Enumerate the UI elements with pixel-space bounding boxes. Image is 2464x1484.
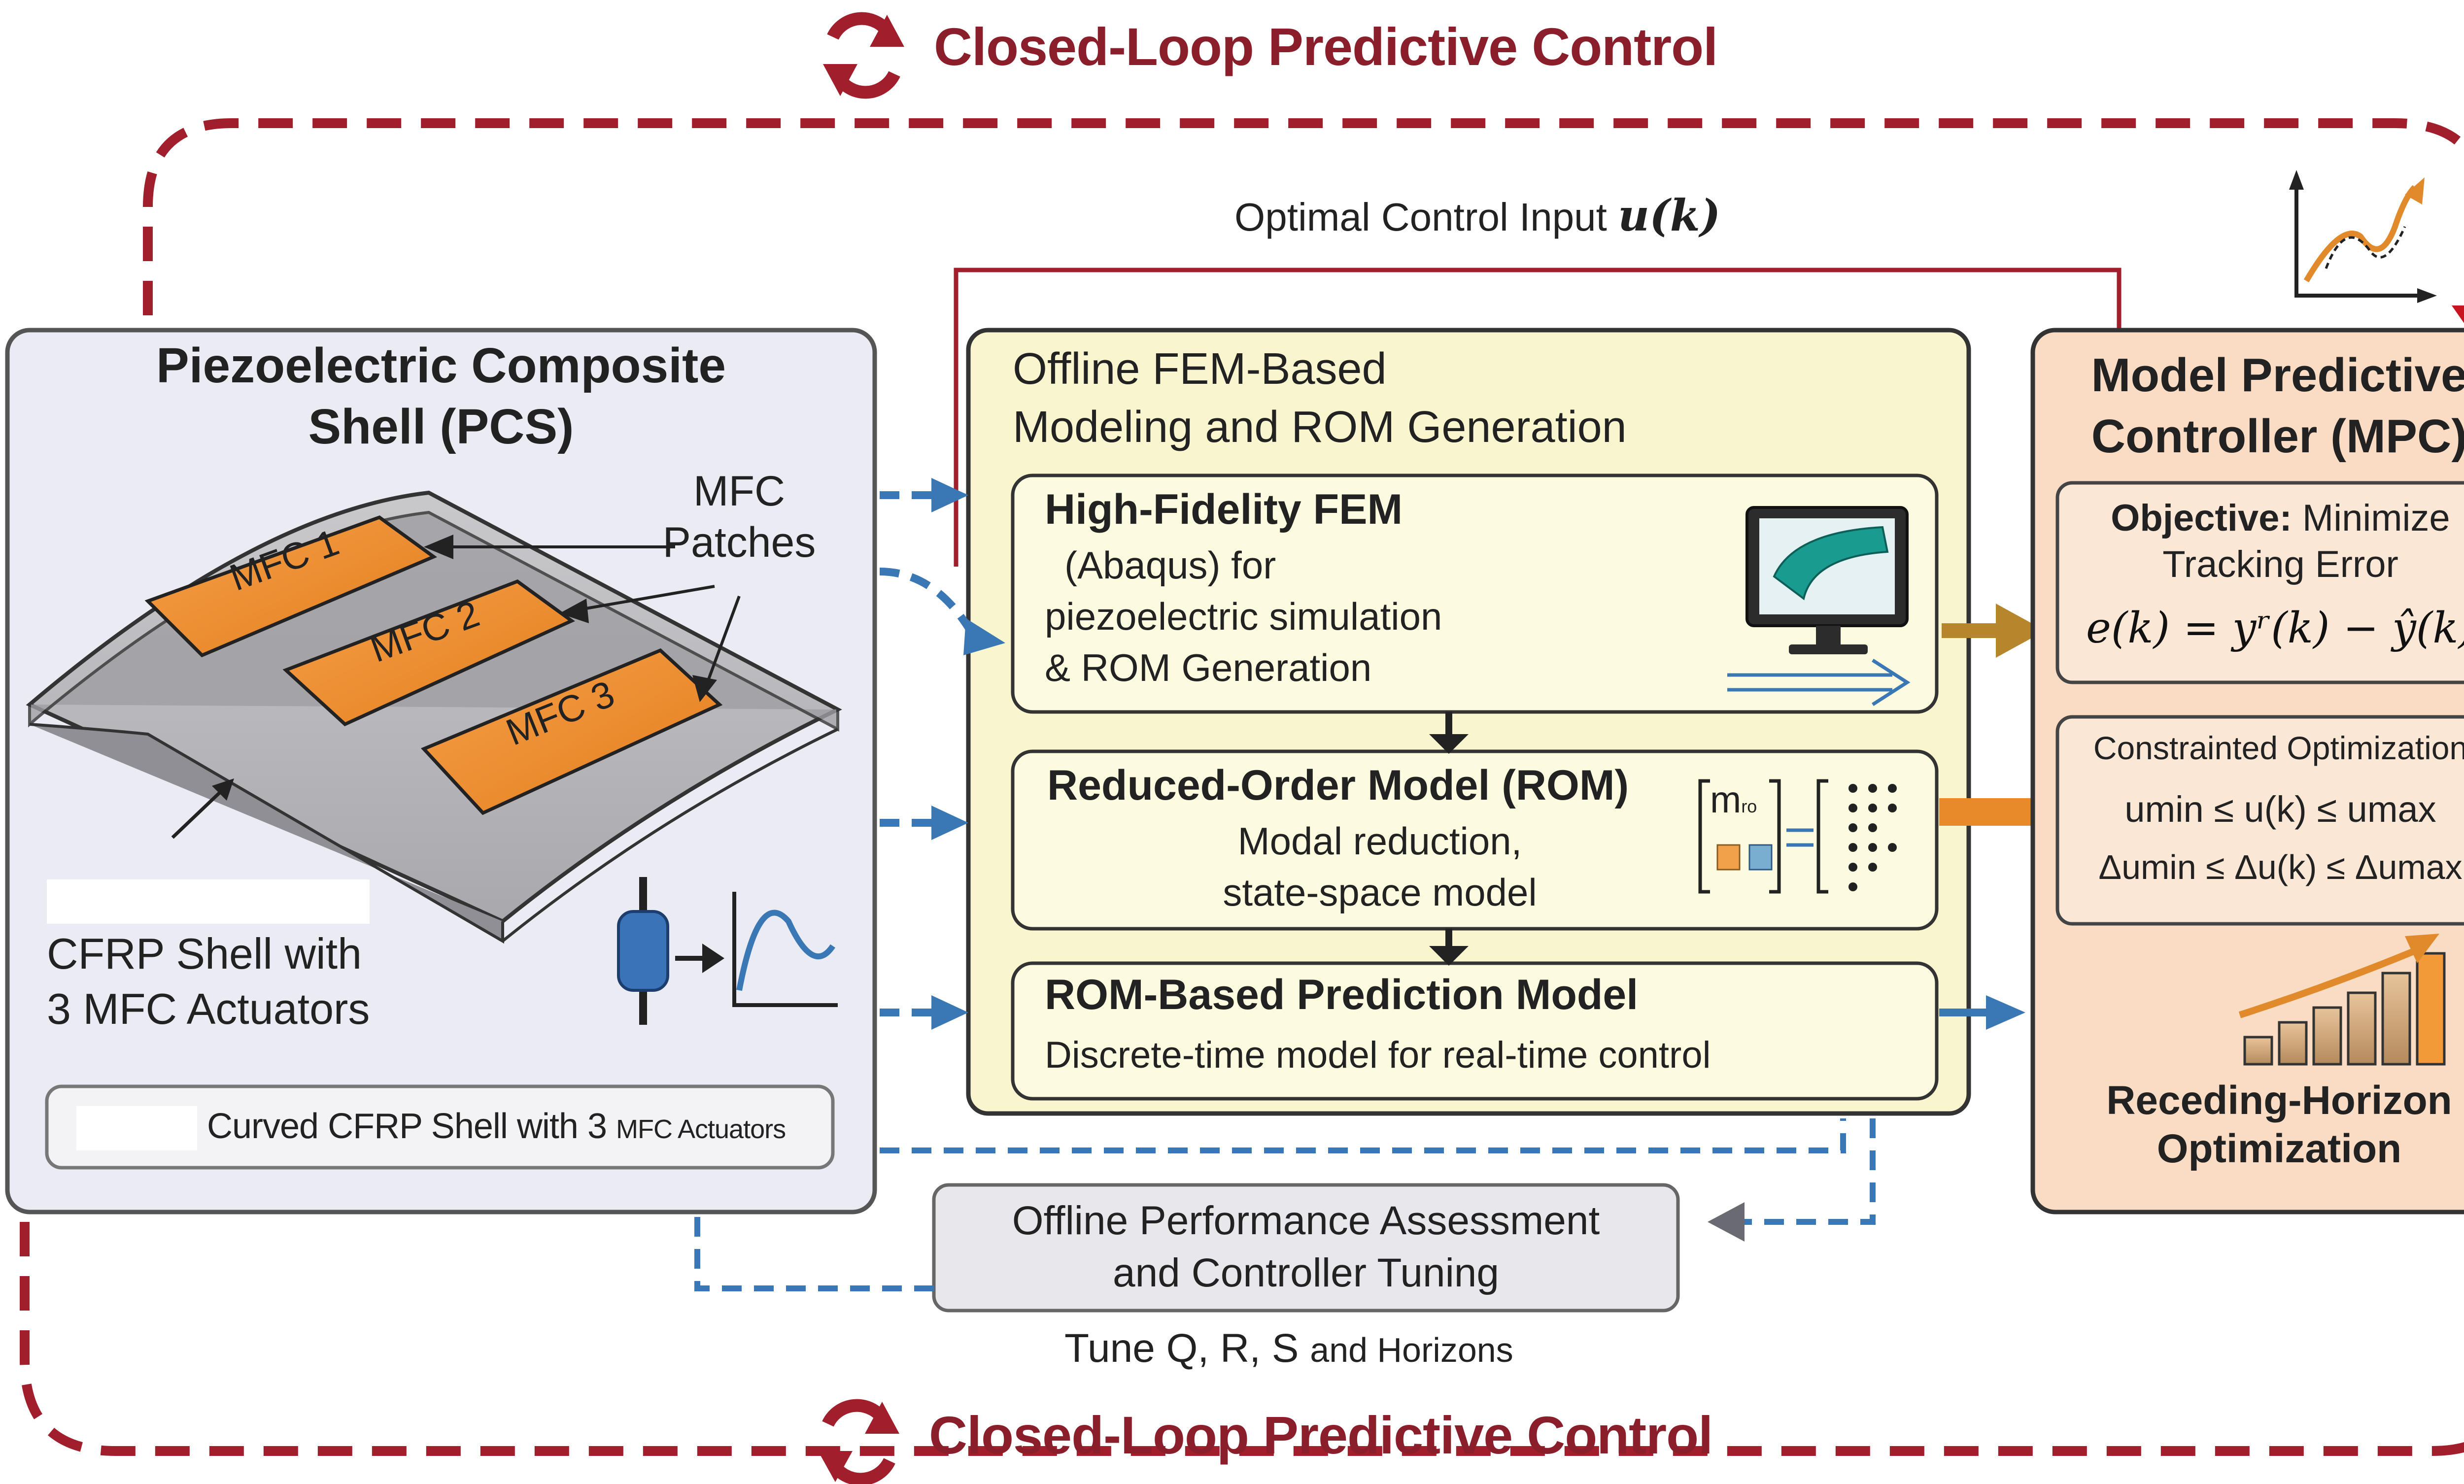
shell-pointer-arrow xyxy=(171,787,226,839)
pcs-to-fem-arrow-2 xyxy=(879,568,977,638)
rom-matrix-label: mro xyxy=(1710,779,1757,821)
control-input-label: Optimal Control Input u(k) xyxy=(1234,190,1721,241)
mfc-patch-1 xyxy=(144,515,438,658)
actuator-icon xyxy=(617,877,724,1025)
constraint-title: Constrainted Optimization xyxy=(2093,730,2464,766)
mpc-feedback-arrowhead xyxy=(1708,1202,1745,1242)
loop-label-top: Closed-Loop Predictive Control xyxy=(934,17,1718,76)
loop-cycle-icon-bottom xyxy=(818,1399,899,1484)
mpc-title: Model Predictive Controller (MPC) xyxy=(2091,349,2464,463)
rom-matrix-icon xyxy=(1698,779,1828,894)
assessment-box xyxy=(932,1183,1680,1313)
pred-body: Discrete-time model for real-time contro… xyxy=(1045,1034,1711,1076)
loop-bottom-dashed-line xyxy=(20,1222,2464,1456)
mfc-patches xyxy=(144,515,723,815)
pred-box xyxy=(1011,961,1939,1101)
tracking-error-equation: e(k) = yʳ(k) − ŷ(k) xyxy=(2086,604,2464,653)
mfc-patch-2 xyxy=(282,579,575,727)
constraint-rate-bounds: Δumin ≤ Δu(k) ≤ Δumax xyxy=(2098,848,2463,886)
assessment-text: Offline Performance Assessment and Contr… xyxy=(1012,1198,1600,1295)
trend-chart-icon xyxy=(2289,170,2437,303)
loop-cycle-icon-top xyxy=(823,12,904,99)
rom-body: Modal reduction, state-space model xyxy=(1223,819,1537,914)
receding-horizon-bar-icon xyxy=(2238,934,2446,1066)
tune-label: Tune Q, R, S and Horizons xyxy=(1064,1326,1513,1371)
cfrp-shell-label: CFRP Shell with 3 MFC Actuators xyxy=(47,929,370,1033)
mfc-leader-lines xyxy=(444,545,741,691)
fem-title: Offline FEM-Based Modeling and ROM Gener… xyxy=(1013,344,1627,452)
constraint-box xyxy=(2055,715,2464,926)
loop-top-dashed-line xyxy=(143,118,2464,315)
control-input-line xyxy=(954,268,2122,567)
caption-blank-label xyxy=(76,1106,197,1150)
receding-horizon-label: Receding-Horizon Optimization xyxy=(2106,1078,2452,1171)
shell-pointer-arrowhead xyxy=(212,778,234,801)
shell-blank-label xyxy=(47,879,370,924)
fem-tuning-dashed-line xyxy=(880,1118,1846,1153)
rom-title: Reduced-Order Model (ROM) xyxy=(1047,762,1629,809)
pcs-title: Piezoelectric Composite Shell (PCS) xyxy=(156,338,726,454)
mfc-leader-arrowheads xyxy=(424,535,717,702)
mpc-feedback-dashed-line xyxy=(1745,1118,1876,1225)
constraint-input-bounds: umin ≤ u(k) ≤ umax xyxy=(2124,789,2436,830)
response-curve-icon xyxy=(732,892,838,1007)
hf-fem-box xyxy=(1011,473,1939,714)
rom-matrix-dots xyxy=(1848,784,1897,891)
control-input-symbol: u(k) xyxy=(1618,190,1721,241)
pcs-caption-box xyxy=(45,1084,835,1170)
pred-title: ROM-Based Prediction Model xyxy=(1045,971,1639,1018)
assessment-to-pcs-dashed-line xyxy=(694,1212,934,1291)
hf-fem-body: (Abaqus) for piezoelectric simulation & … xyxy=(1045,543,1442,689)
loop-entry-arrowhead xyxy=(2452,305,2464,323)
objective-box xyxy=(2055,481,2464,684)
loop-label-bottom: Closed-Loop Predictive Control xyxy=(929,1405,1713,1465)
fem-monitor-icon xyxy=(1727,506,1911,706)
pcs-caption: Curved CFRP Shell with 3 MFC Actuators xyxy=(207,1107,786,1146)
hf-fem-title: High-Fidelity FEM xyxy=(1045,486,1403,533)
rom-box xyxy=(1011,749,1939,931)
objective-text: Objective: Minimize Tracking Error xyxy=(2111,497,2450,585)
mfc-patch-3 xyxy=(421,648,723,815)
mfc-patches-label: MFC Patches xyxy=(662,468,816,566)
